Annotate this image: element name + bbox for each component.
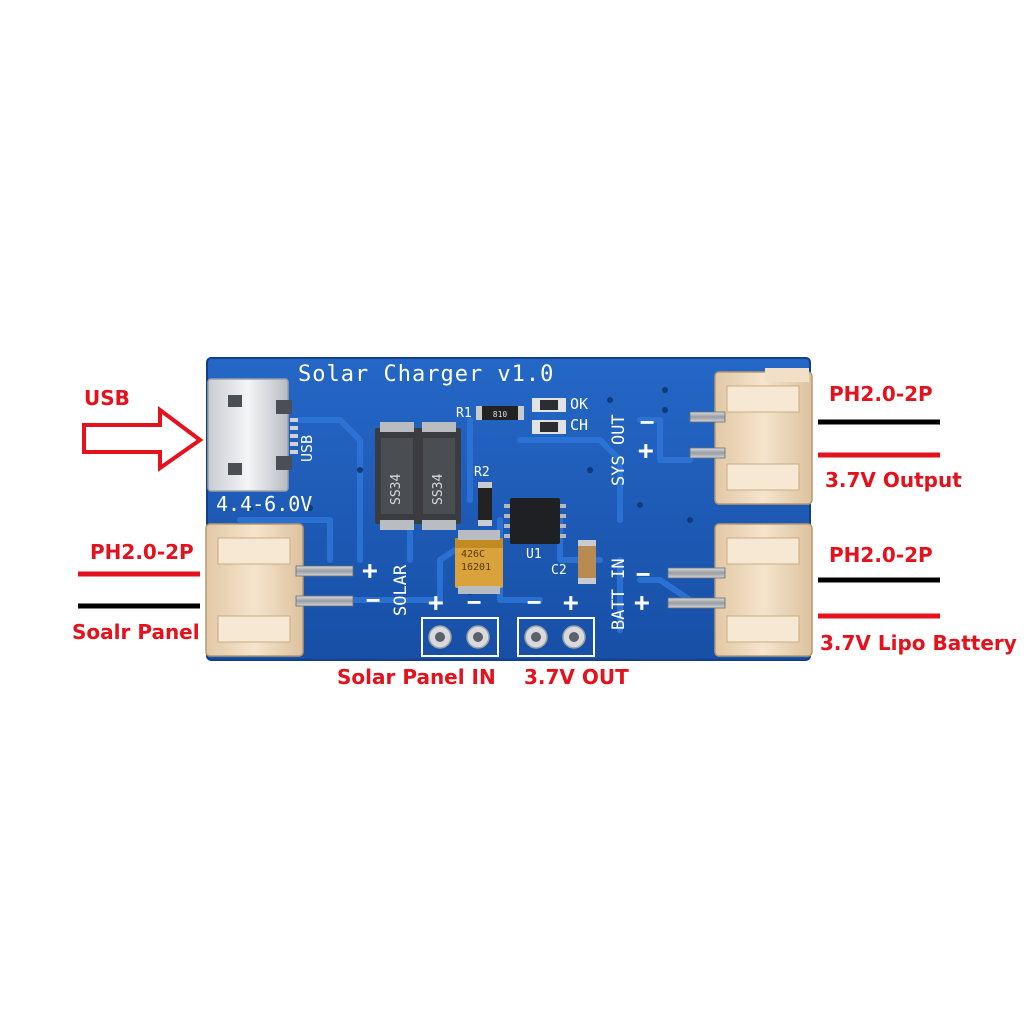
usb-silk: USB bbox=[298, 434, 316, 462]
resistor-r1: 810 bbox=[476, 406, 524, 420]
board-title: Solar Charger v1.0 bbox=[298, 362, 555, 387]
annotation-wires bbox=[78, 419, 940, 619]
solar-plus: + bbox=[362, 556, 378, 586]
voltage-range: 4.4-6.0V bbox=[216, 492, 313, 516]
usb-port bbox=[207, 378, 298, 492]
usb-annotation: USB bbox=[84, 386, 130, 410]
led-ok bbox=[532, 398, 566, 412]
resistor-r2 bbox=[478, 482, 492, 526]
led-ok-label: OK bbox=[570, 395, 589, 413]
svg-text:810: 810 bbox=[493, 410, 508, 419]
solar-panel-left-annotation: Soalr Panel bbox=[72, 620, 200, 644]
ic-u1 bbox=[504, 498, 566, 544]
ph-top-right-annotation: PH2.0-2P bbox=[829, 382, 933, 406]
batt-in-label: BATT IN bbox=[609, 558, 629, 630]
diode-1-marking: SS34 bbox=[389, 473, 404, 505]
out-pads bbox=[517, 617, 595, 657]
diode-1 bbox=[375, 422, 419, 530]
out-37v-annotation: 3.7V OUT bbox=[524, 665, 629, 689]
ph-left-annotation: PH2.0-2P bbox=[90, 540, 194, 564]
solar-panel-in-pads bbox=[421, 617, 499, 657]
led-ch bbox=[532, 420, 566, 434]
lipo-battery-annotation: 3.7V Lipo Battery bbox=[820, 631, 1017, 655]
pcb-traces bbox=[237, 417, 693, 633]
tantalum-capacitor bbox=[455, 530, 503, 594]
arrow-right-icon bbox=[82, 406, 204, 472]
batt-in-connector bbox=[667, 523, 813, 657]
sys-out-plus: + bbox=[638, 436, 654, 466]
c2-label: C2 bbox=[551, 563, 567, 578]
sys-out-label: SYS OUT bbox=[609, 414, 629, 486]
solar-connector bbox=[205, 523, 354, 657]
sys-output-annotation: 3.7V Output bbox=[825, 468, 962, 492]
r2-label: R2 bbox=[474, 465, 490, 480]
pad-plus-2: + bbox=[563, 588, 579, 618]
pad-minus-1: − bbox=[467, 588, 482, 616]
sys-out-connector bbox=[689, 368, 813, 505]
diode-2-marking: SS34 bbox=[431, 473, 446, 505]
diode-2 bbox=[417, 422, 461, 530]
led-ch-label: CH bbox=[570, 416, 589, 434]
pad-minus-2: − bbox=[527, 588, 542, 616]
r1-label: R1 bbox=[456, 406, 472, 421]
pad-plus-1: + bbox=[428, 588, 444, 618]
solar-label: SOLAR bbox=[391, 564, 411, 616]
cap-marking-2: 16201 bbox=[461, 562, 492, 573]
ph-mid-right-annotation: PH2.0-2P bbox=[829, 543, 933, 567]
cap-marking-1: 426C bbox=[461, 549, 486, 560]
capacitor-c2 bbox=[578, 540, 596, 584]
batt-in-minus: − bbox=[636, 560, 651, 588]
solar-minus: − bbox=[366, 586, 381, 614]
batt-in-plus: + bbox=[634, 588, 650, 618]
solar-panel-in-annotation: Solar Panel IN bbox=[337, 665, 496, 689]
u1-label: U1 bbox=[526, 547, 542, 562]
sys-out-minus: − bbox=[640, 408, 655, 436]
